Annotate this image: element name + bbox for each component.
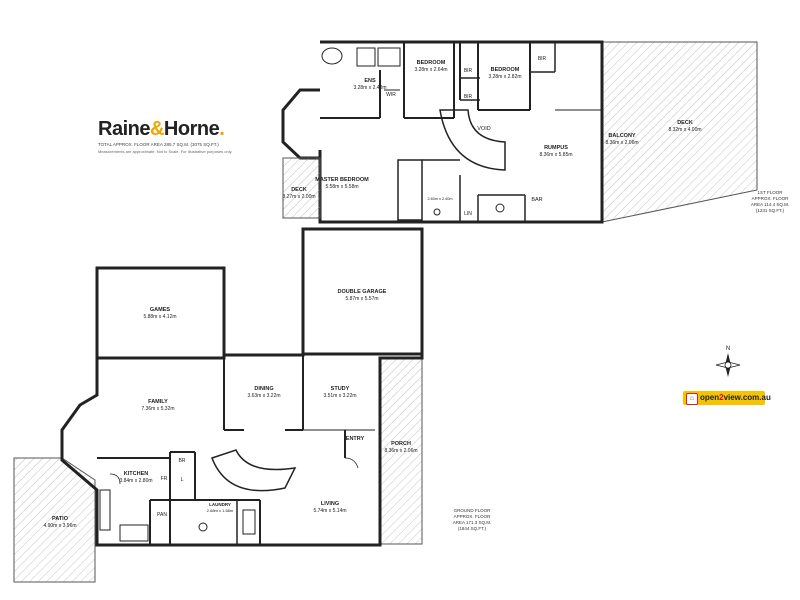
dining-label: DINING — [254, 386, 273, 392]
badge-part3: view.com.au — [723, 393, 771, 402]
home-icon: ⌂ — [686, 393, 698, 405]
bedroom2-size: 3.28m x 2.82m — [488, 74, 521, 80]
study-size: 3.51m x 3.22m — [323, 393, 356, 399]
living-label: LIVING — [321, 501, 339, 507]
brand-logo: Raine&Horne. — [98, 118, 225, 141]
gf-area-line4: (1844 SQ.FT.) — [458, 526, 487, 531]
study-label: STUDY — [331, 386, 350, 392]
porch-size: 8.36m x 2.06m — [384, 448, 417, 454]
garage-label: DOUBLE GARAGE — [338, 289, 387, 295]
badge-part1: open — [700, 393, 720, 402]
ff-area-line3: AREA 114.4 SQ.M. — [751, 202, 789, 207]
bir3-label: BIR — [538, 56, 547, 62]
patio-label: PATIO — [52, 516, 69, 522]
bar-label: BAR — [531, 197, 542, 203]
patio-area — [13, 457, 96, 583]
patio-size: 4.90m x 3.96m — [43, 523, 76, 529]
fr-label: FR — [161, 476, 168, 482]
entry-label: ENTRY — [346, 436, 365, 442]
disclaimer-text: Measurements are approximate. Not to Sca… — [98, 149, 233, 154]
deck-size: 8.32m x 4.00m — [668, 127, 701, 133]
gf-area-line3: AREA 171.3 SQ.M. — [453, 520, 492, 525]
ff-area-line4: (1231 SQ.FT.) — [756, 208, 785, 213]
ground-floor-outer-wall — [60, 268, 424, 547]
wir-label: WIR — [386, 92, 396, 98]
bedroom1-label: BEDROOM — [417, 60, 446, 66]
compass-icon: N — [715, 346, 741, 377]
void-label: VOID — [477, 126, 490, 132]
gf-area-line1: GROUND FLOOR — [454, 508, 492, 513]
ff-area-line2: APPROX. FLOOR — [752, 196, 790, 201]
garage-size: 5.87m x 5.57m — [345, 296, 378, 302]
ens-label: ENS — [364, 78, 376, 84]
logo-part2: Horne — [163, 118, 220, 140]
ground-stair — [211, 449, 297, 492]
lin-label: LIN — [464, 211, 472, 217]
ff-area-line1: 1ST FLOOR — [758, 190, 784, 195]
total-area-text: TOTAL APPROX. FLOOR AREA 285.7 SQ.M. (30… — [98, 142, 219, 147]
deck-label: DECK — [677, 120, 693, 126]
bedroom2-label: BEDROOM — [491, 67, 520, 73]
kitchen-size: 3.84m x 2.80m — [119, 478, 152, 484]
ens-size: 3.28m x 2.48m — [353, 85, 386, 91]
void-stair — [439, 109, 506, 171]
logo-amp: & — [149, 118, 164, 140]
badge-part2: 2 — [719, 393, 724, 402]
balcony-size: 8.36m x 2.06m — [605, 140, 638, 146]
logo-suffix: . — [219, 118, 225, 140]
rumpus-label: RUMPUS — [544, 145, 568, 151]
master-size: 5.58m x 5.58m — [325, 184, 358, 190]
laundry-label: LAUNDRY — [209, 502, 231, 507]
l-label: L — [181, 477, 184, 483]
dining-size: 3.63m x 3.22m — [247, 393, 280, 399]
logo-part1: Raine — [98, 118, 150, 140]
family-label: FAMILY — [148, 399, 168, 405]
pan-label: PAN — [157, 512, 167, 518]
open2view-badge[interactable]: ⌂ open2view.com.au — [683, 391, 771, 405]
laundry-size: 2.68m x 1.68m — [207, 508, 234, 513]
bath-size: 2.60m x 2.40m — [427, 197, 452, 201]
br-label: BR — [179, 458, 186, 464]
master-label: MASTER BEDROOM — [315, 177, 369, 183]
first-floor-labels: ENS 3.28m x 2.48m BEDROOM 3.28m x 2.64m … — [282, 56, 701, 217]
master-bay-wall — [281, 88, 320, 160]
living-size: 5.74m x 5.14m — [313, 508, 346, 514]
porch-label: PORCH — [391, 441, 411, 447]
small-deck-size: 3.27m x 2.00m — [282, 194, 315, 200]
small-deck-label: DECK — [291, 187, 307, 193]
games-room — [95, 266, 226, 360]
family-size: 7.36m x 5.32m — [141, 406, 174, 412]
ground-floor-area-note: GROUND FLOOR APPROX. FLOOR AREA 171.3 SQ… — [453, 508, 492, 531]
balcony-label: BALCONY — [608, 133, 636, 139]
spa-bath — [321, 47, 343, 65]
compass-north-label: N — [726, 346, 730, 352]
first-floor — [281, 40, 758, 224]
bir1-label: BIR — [464, 68, 473, 74]
first-floor-area-note: 1ST FLOOR APPROX. FLOOR AREA 114.4 SQ.M.… — [751, 190, 789, 213]
bedroom1-size: 3.28m x 2.64m — [414, 67, 447, 73]
games-size: 5.88m x 4.12m — [143, 314, 176, 320]
badge-text: open2view.com.au — [700, 393, 771, 402]
kitchen-label: KITCHEN — [124, 471, 148, 477]
ground-floor-labels: DOUBLE GARAGE 5.87m x 5.57m GAMES 5.88m … — [43, 289, 417, 529]
small-deck — [282, 157, 321, 219]
rumpus-size: 8.36m x 5.85m — [539, 152, 572, 158]
ground-floor — [13, 227, 424, 583]
gf-area-line2: APPROX. FLOOR — [454, 514, 492, 519]
games-label: GAMES — [150, 307, 171, 313]
bir2-label: BIR — [464, 94, 473, 100]
